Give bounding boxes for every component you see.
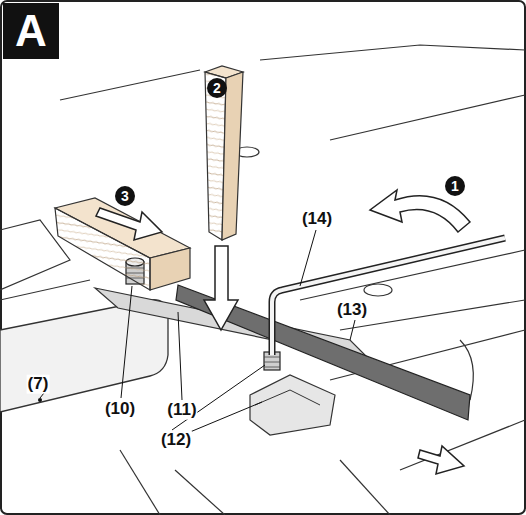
motion-arrow (96, 208, 162, 240)
table-surface (0, 300, 168, 412)
holder-edge (255, 390, 320, 405)
holder-block (250, 375, 335, 435)
allen-key (272, 238, 505, 355)
wood-block (205, 66, 243, 240)
callout-number: (10) (104, 400, 136, 419)
step-number: 2 (207, 78, 227, 98)
callout-number: (14) (301, 210, 333, 229)
wood-block (55, 198, 190, 290)
callout-number: (7) (27, 375, 50, 394)
callout-number: (13) (336, 301, 368, 320)
callout-number: (12) (160, 431, 192, 450)
motion-arrow (204, 246, 238, 330)
rotation-arrow (370, 190, 470, 232)
motion-arrow (418, 446, 464, 474)
figure-letter: A (3, 3, 59, 59)
table-outline (0, 45, 525, 515)
callout-number: (11) (166, 401, 197, 420)
allen-key (272, 238, 505, 355)
leader-line (40, 230, 355, 432)
step-number: 3 (115, 186, 135, 206)
step-number: 1 (445, 176, 465, 196)
